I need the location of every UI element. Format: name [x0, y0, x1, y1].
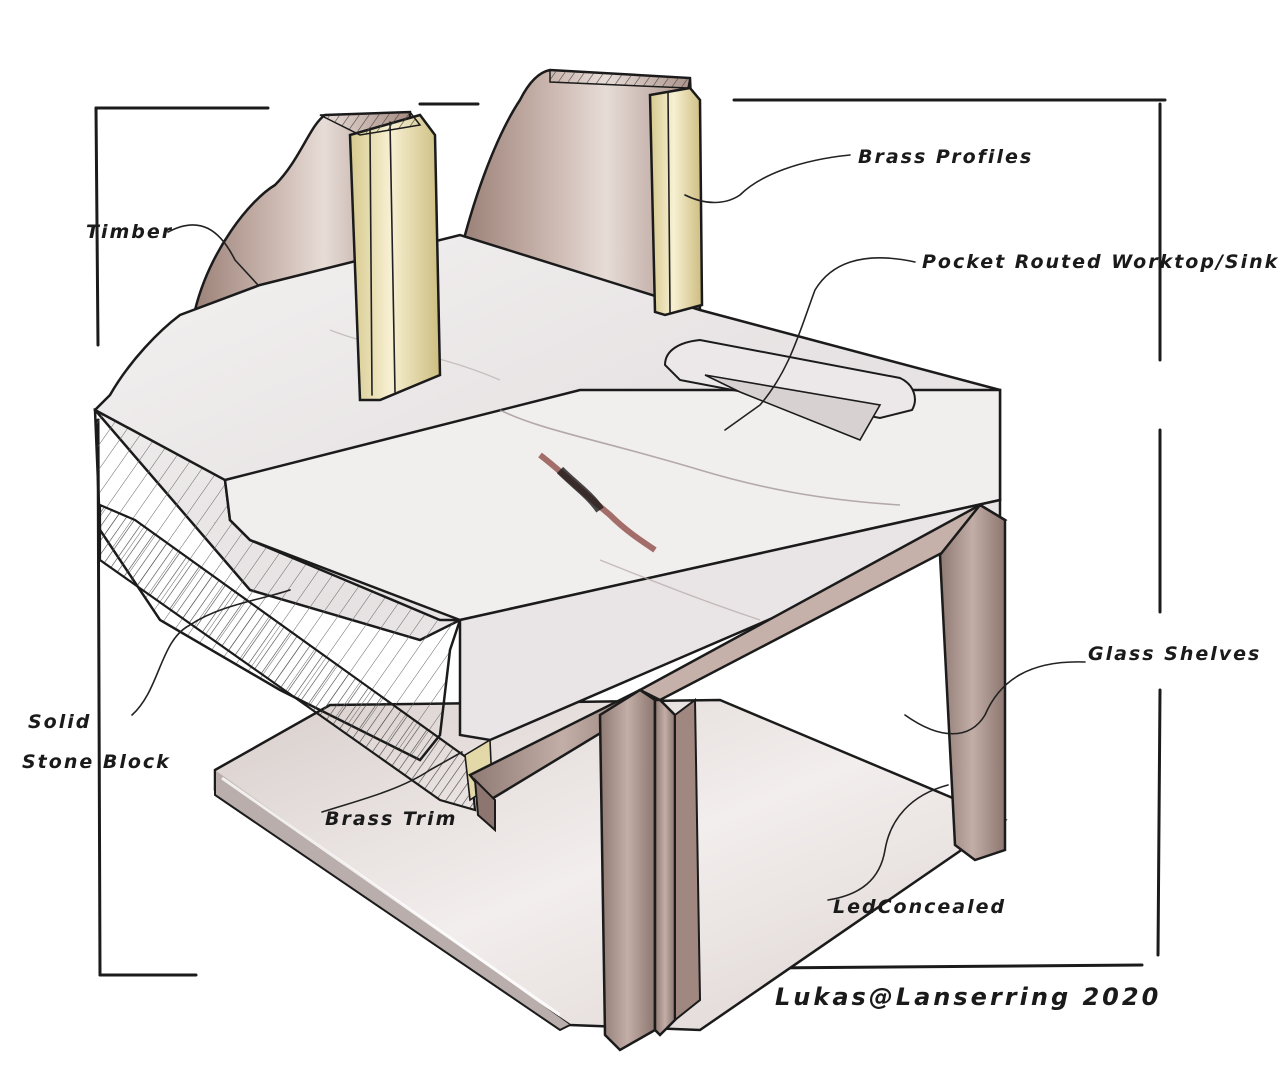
label-pocket-routed-worktop-sink: Pocket Routed Worktop/Sink	[922, 251, 1279, 273]
label-glass-shelves: Glass Shelves	[1088, 643, 1261, 665]
label-led-concealed: LedConcealed	[833, 896, 1006, 918]
table-frame	[468, 503, 1008, 1052]
brass-profile-left	[319, 111, 442, 402]
leader-lines	[131, 154, 1086, 901]
brass-profile-right	[648, 86, 704, 317]
label-brass-profiles: Brass Profiles	[858, 146, 1033, 168]
stone-worktop	[93, 233, 1002, 762]
frame-lines	[94, 98, 1167, 977]
label-stone-block: Stone Block	[22, 751, 171, 773]
signature: Lukas@Lanserring 2020	[775, 983, 1161, 1011]
label-timber: Timber	[86, 221, 173, 243]
timber-wall-right	[463, 68, 702, 312]
label-solid: Solid	[28, 711, 91, 733]
label-brass-trim: Brass Trim	[325, 808, 457, 830]
